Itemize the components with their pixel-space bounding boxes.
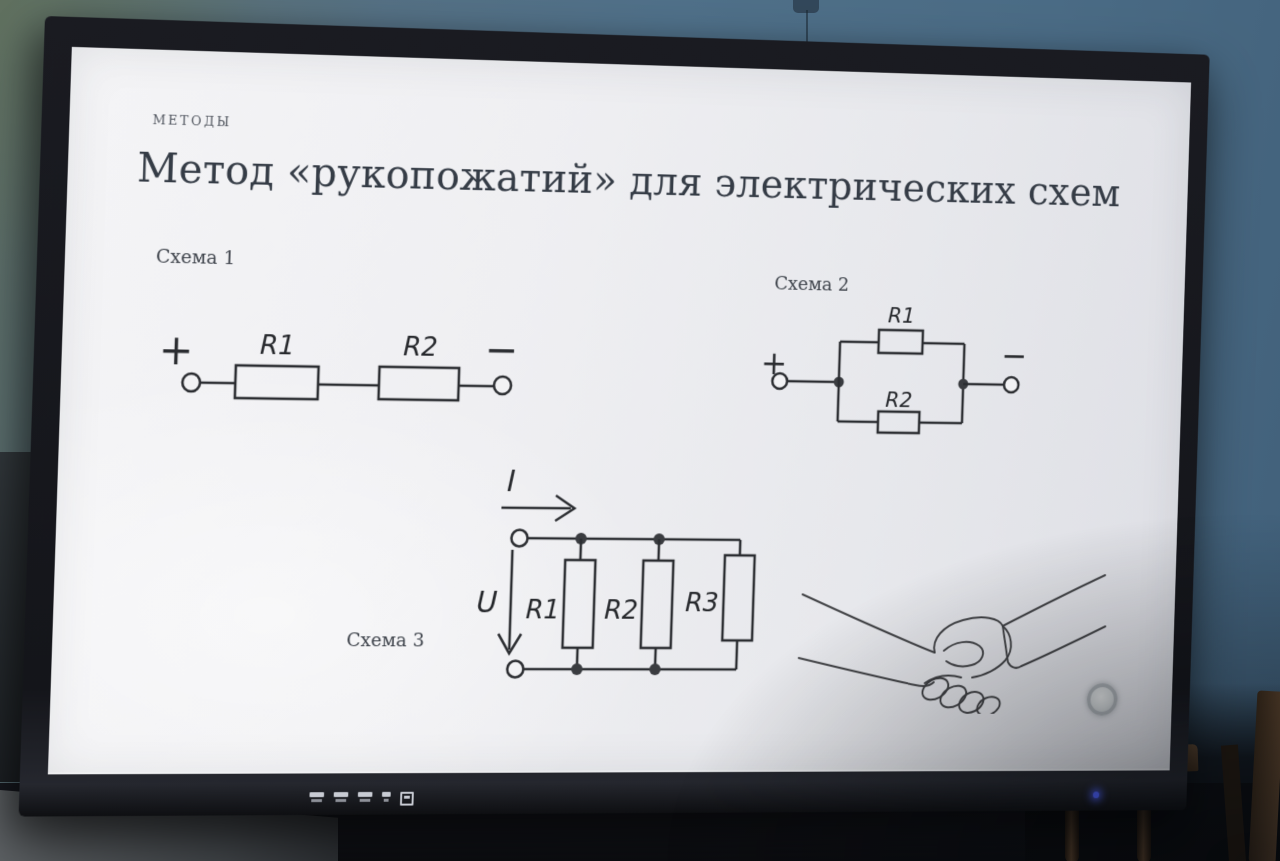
resistor-r1-label: R1 xyxy=(260,330,296,361)
power-led-indicator xyxy=(1092,791,1100,799)
minus-terminal-sign: − xyxy=(1001,338,1028,376)
resistor-r1-box xyxy=(235,365,319,399)
scheme2-parallel-circuit-diagram: + R1 R2 − xyxy=(760,304,1028,443)
resistor-r1-box xyxy=(878,330,923,354)
scheme1-label: Схема 1 xyxy=(155,245,236,270)
plus-terminal-sign: + xyxy=(760,345,788,383)
junction-node xyxy=(571,663,583,676)
tv-display: МЕТОДЫ Метод «рукопожатий» для электриче… xyxy=(18,16,1210,817)
resistor-r2-label: R2 xyxy=(403,332,438,363)
resistor-r2-box xyxy=(378,367,459,401)
scheme3-label: Схема 3 xyxy=(346,629,425,652)
terminal-left xyxy=(182,373,200,391)
resistor-r2-box xyxy=(641,561,674,649)
wall-cable xyxy=(806,10,808,62)
voltage-arrow xyxy=(509,550,512,650)
tv-screen: МЕТОДЫ Метод «рукопожатий» для электриче… xyxy=(47,46,1192,775)
connector-port-icon xyxy=(309,792,325,798)
terminal-left xyxy=(772,373,787,389)
scheme1-series-circuit-diagram: + R1 R2 − xyxy=(158,325,519,414)
usb-port-icon xyxy=(399,791,414,806)
resistor-r1-label: R1 xyxy=(888,304,916,329)
terminal-bottom-left xyxy=(507,661,524,678)
voltage-label: U xyxy=(476,586,498,620)
handshake-illustration xyxy=(795,569,1109,714)
slide-title: Метод «рукопожатий» для электрических сх… xyxy=(136,143,1122,216)
fingers-loops xyxy=(918,674,1003,714)
plus-terminal-sign: + xyxy=(158,325,194,374)
scheme3-parallel-circuit-diagram: I R1 R2 R3 xyxy=(476,465,766,694)
current-label: I xyxy=(506,465,516,499)
floating-assistive-button[interactable] xyxy=(1086,683,1118,716)
terminal-top-left xyxy=(511,530,528,547)
terminal-right xyxy=(1004,377,1019,392)
connector-port-icon xyxy=(333,792,349,798)
front-port-row xyxy=(309,791,414,806)
current-arrow xyxy=(501,508,570,509)
resistor-r2-label: R2 xyxy=(604,595,639,625)
resistor-r2-box xyxy=(878,411,920,433)
connector-port-icon xyxy=(357,791,373,797)
slide-eyebrow: МЕТОДЫ xyxy=(152,113,232,131)
resistor-r3-label: R3 xyxy=(685,588,719,618)
resistor-r2-label: R2 xyxy=(885,388,913,412)
resistor-r1-label: R1 xyxy=(525,595,560,625)
minus-terminal-sign: − xyxy=(484,325,519,374)
junction-node xyxy=(649,663,661,676)
resistor-r1-box xyxy=(562,560,595,648)
connector-port-icon xyxy=(381,791,391,797)
resistor-r3-box xyxy=(722,555,754,640)
terminal-right xyxy=(494,376,512,394)
scheme2-label: Схема 2 xyxy=(774,272,850,296)
wall-mount-bracket xyxy=(793,0,819,13)
